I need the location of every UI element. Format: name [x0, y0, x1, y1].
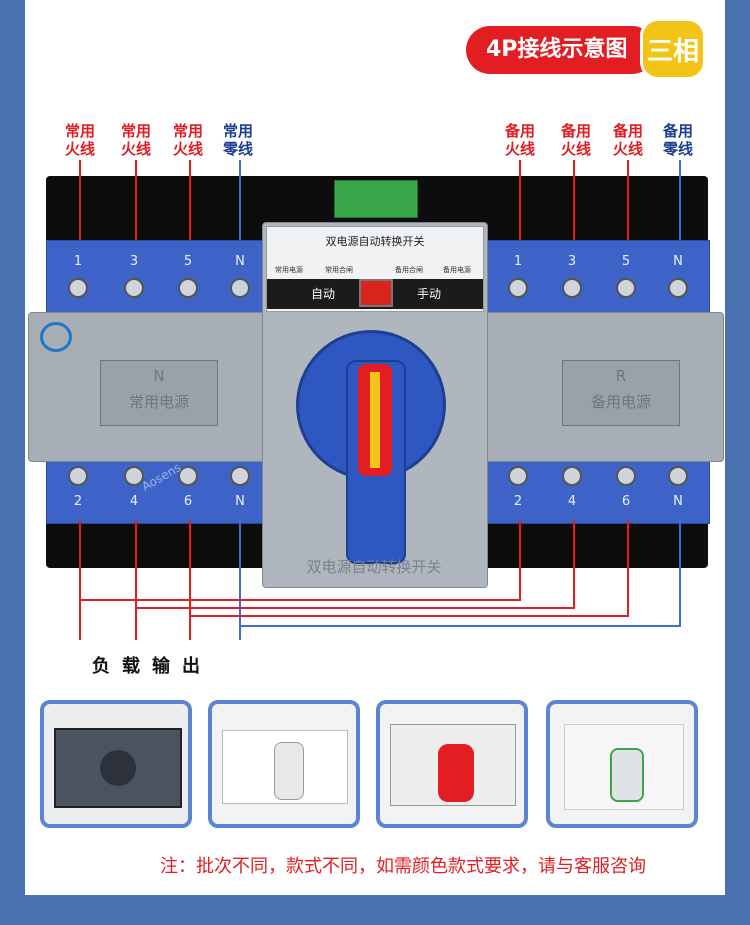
load-output-label: 负载输出 — [92, 656, 212, 677]
right-nameplate: R 备用电源 — [562, 360, 680, 426]
bridge-6 — [190, 520, 629, 617]
terminal-number: N — [673, 254, 683, 269]
product-thumbnail-1[interactable] — [40, 700, 192, 828]
terminal-number: 2 — [73, 494, 83, 509]
terminal-number: 3 — [129, 254, 139, 269]
bottom-band — [0, 895, 750, 925]
screw-icon — [230, 466, 250, 486]
manual-label: 手动 — [417, 287, 442, 301]
label-common-3: 常用火线 — [120, 122, 151, 158]
screw-icon — [562, 278, 582, 298]
phase-badge: 三相 — [640, 18, 706, 80]
terminal-number: 4 — [129, 494, 139, 509]
screw-icon — [178, 466, 198, 486]
screw-icon — [68, 278, 88, 298]
terminal-number: 2 — [513, 494, 523, 509]
label-backup-5: 备用火线 — [612, 122, 643, 158]
bridge-2 — [80, 520, 521, 601]
label-backup-3: 备用火线 — [560, 122, 591, 158]
title-badge: 4P接线示意图 — [466, 26, 656, 74]
panel-title: 双电源自动转换开关 — [325, 235, 425, 248]
top-terminals-right — [486, 240, 710, 314]
screw-icon — [178, 278, 198, 298]
label-common-5: 常用火线 — [172, 122, 203, 158]
terminal-number: N — [235, 254, 245, 269]
label-common-1: 常用火线 — [64, 122, 95, 158]
indicator-label: 备用合闸 — [395, 266, 423, 274]
screw-icon — [668, 278, 688, 298]
screw-icon — [562, 466, 582, 486]
screw-icon — [668, 466, 688, 486]
screw-icon — [68, 466, 88, 486]
auto-label: 自动 — [311, 287, 336, 301]
top-terminals-left — [46, 240, 266, 314]
handle-stripe — [370, 372, 380, 468]
terminal-number: N — [235, 494, 245, 509]
note-text: 注：批次不同，款式不同，如需颜色款式要求，请与客服咨询 — [160, 856, 646, 877]
screw-icon — [508, 278, 528, 298]
label-backup-n: 备用零线 — [662, 122, 693, 158]
product-thumbnail-2[interactable] — [208, 700, 360, 828]
terminal-number: 4 — [567, 494, 577, 509]
label-common-n: 常用零线 — [222, 122, 253, 158]
ccc-mark-icon — [40, 322, 72, 352]
terminal-number: 5 — [183, 254, 193, 269]
terminal-number: 6 — [183, 494, 193, 509]
product-thumbnail-3[interactable] — [376, 700, 528, 828]
terminal-number: N — [673, 494, 683, 509]
indicator-label: 备用电源 — [443, 266, 471, 274]
label-backup-1: 备用火线 — [504, 122, 535, 158]
left-nameplate: N 常用电源 — [100, 360, 218, 426]
screw-icon — [230, 278, 250, 298]
indicator-label: 常用合闸 — [325, 266, 353, 274]
terminal-number: 1 — [513, 254, 523, 269]
terminal-number: 3 — [567, 254, 577, 269]
bridge-4 — [136, 520, 575, 609]
screw-icon — [616, 278, 636, 298]
product-thumbnail-4[interactable] — [546, 700, 698, 828]
mode-toggle-switch[interactable] — [359, 279, 393, 307]
terminal-number: 6 — [621, 494, 631, 509]
screw-icon — [508, 466, 528, 486]
screw-icon — [124, 466, 144, 486]
green-connector — [334, 180, 418, 218]
wiring-diagram — [79, 160, 681, 640]
indicator-label: 常用电源 — [275, 266, 303, 274]
screw-icon — [124, 278, 144, 298]
terminal-number: 1 — [73, 254, 83, 269]
bridge-n — [240, 520, 681, 627]
terminal-number: 5 — [621, 254, 631, 269]
screw-icon — [616, 466, 636, 486]
control-panel: 双电源自动转换开关 常用电源 常用合闸 备用合闸 备用电源 自动 手动 — [266, 226, 484, 312]
device-bottom-text: 双电源自动转换开关 — [306, 558, 442, 576]
